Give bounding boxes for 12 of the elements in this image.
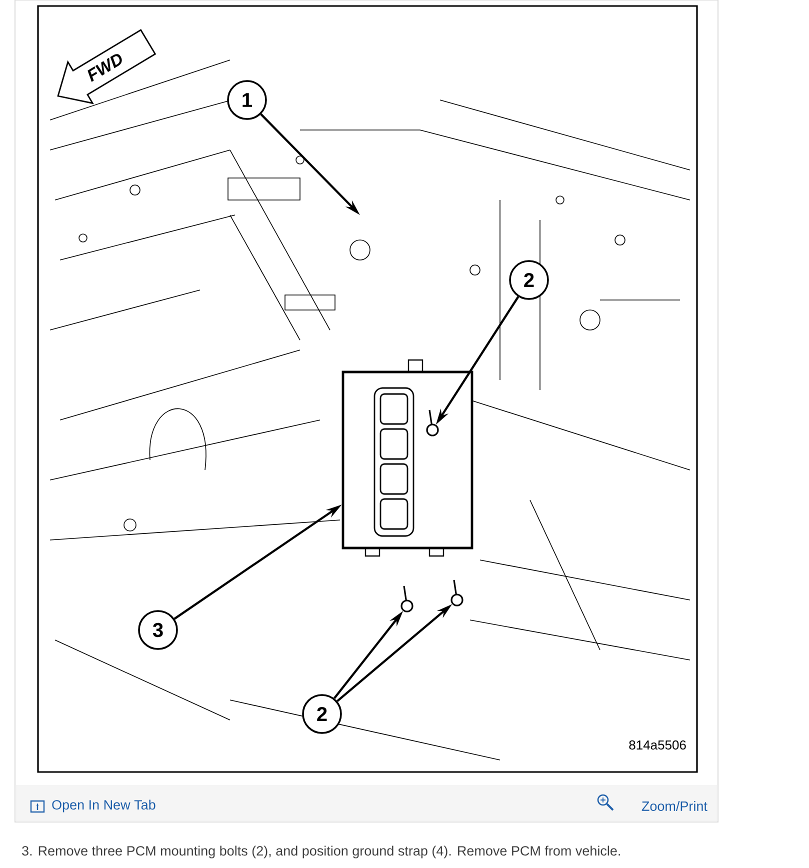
bolt bbox=[400, 586, 414, 612]
figure-number: 814a5506 bbox=[629, 740, 686, 750]
callout-number: 1 bbox=[227, 80, 267, 120]
callout-number: 2 bbox=[509, 260, 549, 300]
callout-number: 3 bbox=[138, 610, 178, 650]
bolt bbox=[426, 410, 439, 436]
open-tab-link: Open In New Tab bbox=[52, 800, 156, 812]
caption: 3. Remove three PCM mounting bolts (2), and position ground strap (4). Remove PCM from vehicle. bbox=[22, 846, 620, 858]
zoom-print-link: Zoom/Print bbox=[642, 801, 708, 811]
bolt bbox=[450, 580, 464, 606]
module-drawing bbox=[342, 359, 474, 557]
callout-number: 2 bbox=[302, 694, 342, 734]
